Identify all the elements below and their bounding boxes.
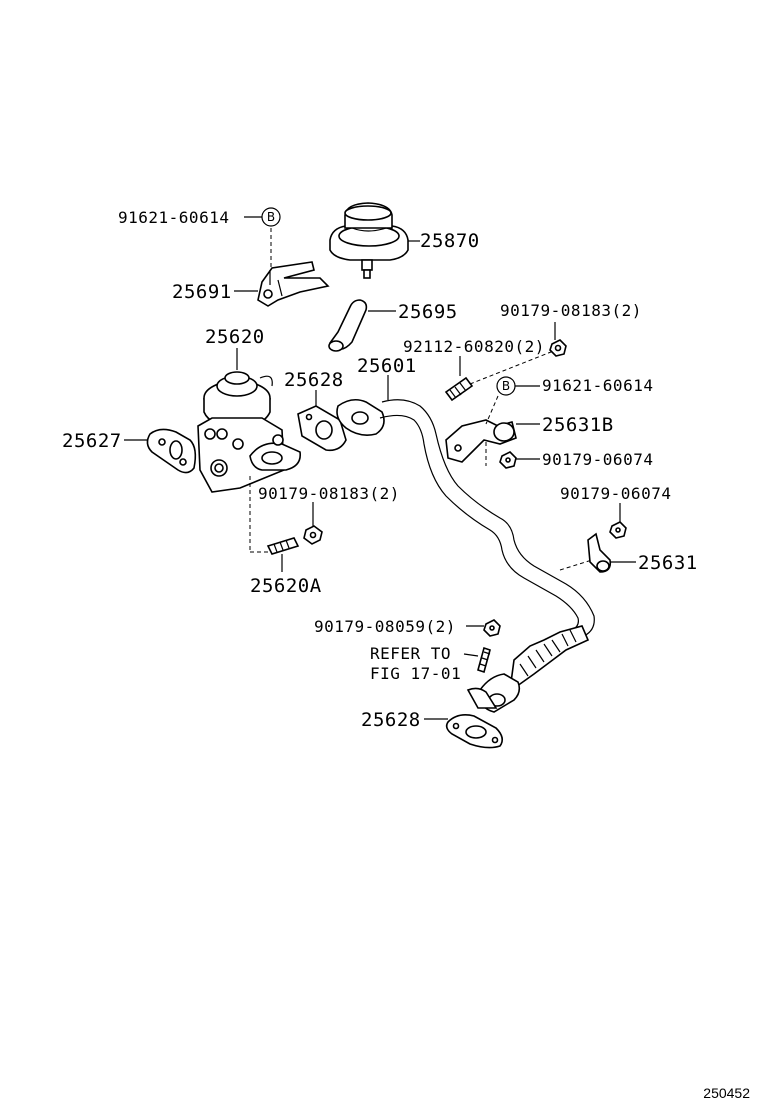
diagram-id: 250452 — [703, 1085, 750, 1101]
part-number-label: 90179-08059(2) — [314, 617, 456, 636]
part-number-label: 25627 — [62, 430, 122, 452]
part-number-label: 90179-06074 — [542, 450, 653, 469]
refer-note-line1: REFER TO — [370, 644, 451, 663]
part-number-label: 90179-08183(2) — [258, 484, 400, 503]
gasket-part[interactable] — [297, 405, 347, 452]
part-number-label: 91621-60614 — [542, 376, 653, 395]
part-number-label: 25628 — [361, 709, 421, 731]
part-number-label: 25691 — [172, 281, 232, 303]
stud-part[interactable] — [477, 646, 491, 674]
part-number-label: 25870 — [420, 230, 480, 252]
dashed-leader — [485, 395, 499, 425]
nut-part[interactable] — [483, 619, 501, 637]
bracket-part[interactable] — [257, 261, 330, 307]
nut-part[interactable] — [303, 525, 323, 545]
gasket-part[interactable] — [146, 428, 197, 474]
stud-part[interactable] — [266, 537, 300, 555]
part-number-label: 25631B — [542, 414, 614, 436]
part-number-label: 90179-08183(2) — [500, 301, 642, 320]
part-number-label: 25620A — [250, 575, 322, 597]
part-number-label: 25620 — [205, 326, 265, 348]
bracket-part[interactable] — [587, 532, 612, 573]
nut-part[interactable] — [499, 451, 517, 469]
nut-part[interactable] — [549, 339, 567, 357]
bracket-part[interactable] — [445, 419, 517, 463]
gasket-part[interactable] — [445, 714, 504, 749]
refer-note-line2: FIG 17-01 — [370, 664, 461, 683]
dashed-leader — [559, 559, 593, 571]
part-number-label: 92112-60820(2) — [403, 337, 545, 356]
part-number-label: 25601 — [357, 355, 417, 377]
badge-b-label: B — [267, 210, 275, 224]
part-number-label: 91621-60614 — [118, 208, 229, 227]
part-number-label: 90179-06074 — [560, 484, 671, 503]
egr-valve-part[interactable] — [197, 371, 302, 493]
stud-part[interactable] — [444, 376, 474, 402]
reference-badge: B — [496, 376, 516, 396]
leader-line — [463, 653, 479, 657]
reference-badge: B — [261, 207, 281, 227]
badge-b-label: B — [502, 379, 510, 393]
nut-part[interactable] — [609, 521, 627, 539]
dashed-leader — [469, 349, 557, 385]
egr-pipe-part[interactable] — [336, 398, 595, 713]
part-number-label: 25631 — [638, 552, 698, 574]
vacuum-modulator-part[interactable] — [329, 202, 409, 279]
vacuum-hose-part[interactable] — [328, 299, 368, 352]
part-number-label: 25628 — [284, 369, 344, 391]
part-number-label: 25695 — [398, 301, 458, 323]
